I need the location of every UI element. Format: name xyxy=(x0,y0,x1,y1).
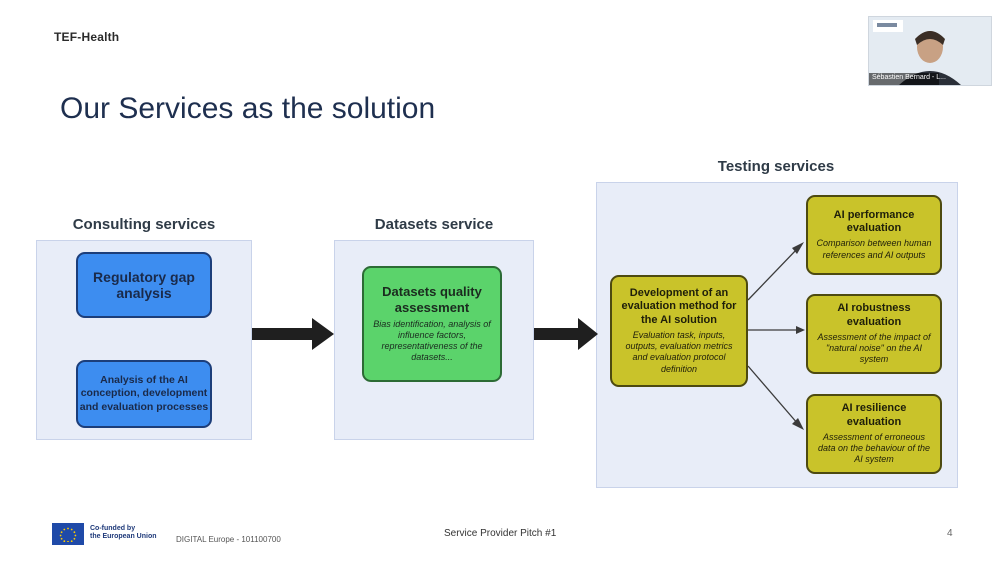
ai-process-analysis-box: Analysis of the AI conception, developme… xyxy=(76,360,212,428)
eu-cofunded-label: Co-funded by the European Union xyxy=(90,525,157,542)
consulting-services-title: Consulting services xyxy=(72,216,216,233)
evaluation-method-title: Development of an evaluation method for … xyxy=(621,287,737,326)
datasets-quality-desc: Bias identification, analysis of influen… xyxy=(373,318,491,363)
ai-robustness-desc: Assessment of the impact of "natural noi… xyxy=(817,331,931,365)
ai-resilience-title: AI resilience evaluation xyxy=(841,402,907,428)
ai-robustness-box: AI robustness evaluation Assessment of t… xyxy=(806,294,942,374)
big-arrow-2 xyxy=(534,318,598,350)
ai-resilience-box: AI resilience evaluation Assessment of e… xyxy=(806,394,942,474)
slide-title: Our Services as the solution xyxy=(60,92,436,125)
footer-center-label: Service Provider Pitch #1 xyxy=(444,528,557,539)
ai-performance-box: AI performance evaluation Comparison bet… xyxy=(806,195,942,275)
datasets-quality-box: Datasets quality assessment Bias identif… xyxy=(362,266,502,382)
brand-label: TEF-Health xyxy=(54,30,120,44)
ai-robustness-title: AI robustness evaluation xyxy=(837,302,911,328)
eu-line2: the European Union xyxy=(90,533,157,541)
evaluation-method-desc: Evaluation task, inputs, outputs, evalua… xyxy=(625,329,733,374)
regulatory-gap-analysis-label: Regulatory gap analysis xyxy=(93,269,195,301)
page-number: 4 xyxy=(947,528,953,539)
participant-avatar xyxy=(869,17,991,85)
participant-name: Sébastien Bernard - L... xyxy=(872,74,946,81)
evaluation-method-box: Development of an evaluation method for … xyxy=(610,275,748,387)
eu-line1: Co-funded by xyxy=(90,525,136,532)
eu-flag-icon xyxy=(52,523,84,545)
regulatory-gap-analysis-box: Regulatory gap analysis xyxy=(76,252,212,318)
branch-arrows xyxy=(747,242,805,430)
datasets-quality-title: Datasets quality assessment xyxy=(382,284,482,315)
testing-services-title: Testing services xyxy=(717,158,835,175)
datasets-service-title: Datasets service xyxy=(374,216,494,233)
program-label: DIGITAL Europe - 101100700 xyxy=(176,535,281,544)
eu-stars-icon xyxy=(59,527,77,542)
participant-video[interactable]: Sébastien Bernard - L... xyxy=(868,16,992,86)
ai-performance-title: AI performance evaluation xyxy=(833,209,915,235)
big-arrow-1 xyxy=(252,318,334,350)
ai-process-analysis-label: Analysis of the AI conception, developme… xyxy=(79,374,209,413)
ai-resilience-desc: Assessment of erroneous data on the beha… xyxy=(817,431,931,465)
ai-performance-desc: Comparison between human references and … xyxy=(816,238,932,260)
